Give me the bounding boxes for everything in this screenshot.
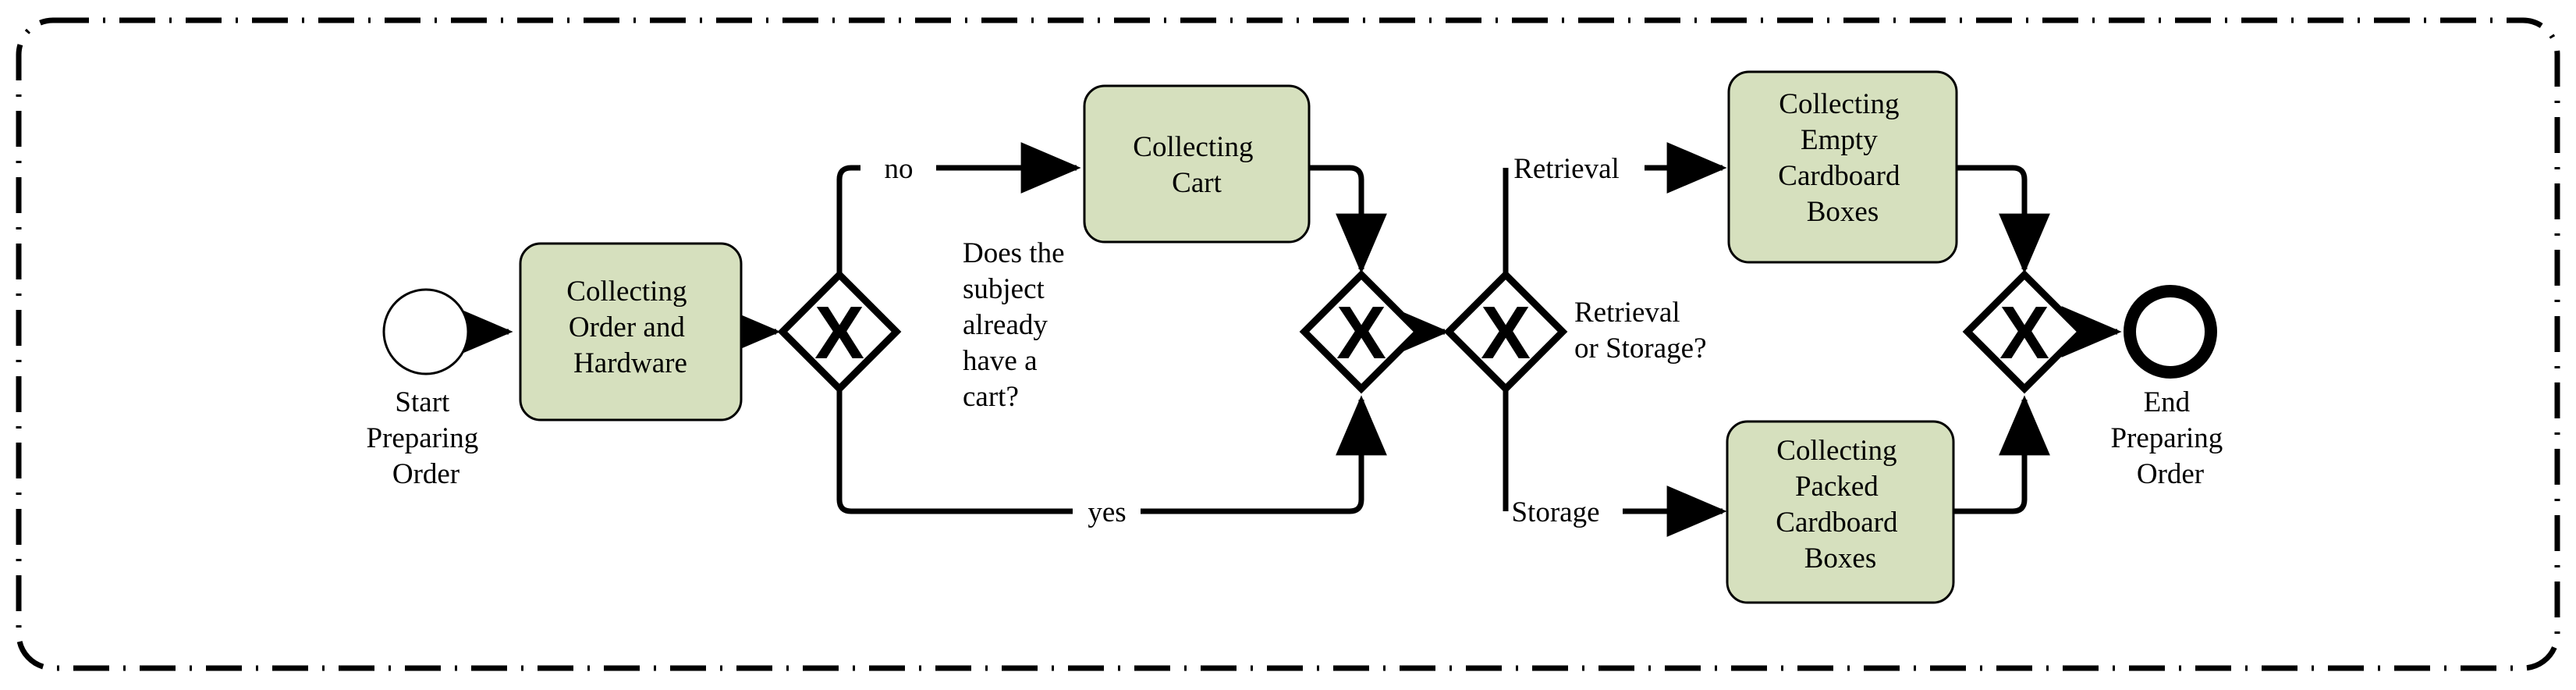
- start-event-label-line-1: Start: [395, 386, 450, 418]
- end-event-label: End Preparing Order: [2110, 386, 2230, 490]
- task-collecting-order-and-hardware[interactable]: [519, 242, 743, 421]
- task4-line-2: Packed: [1795, 471, 1879, 503]
- process-group-frame: [16, 17, 2560, 671]
- flow-empty-boxes-to-gateway4: [1957, 165, 2050, 274]
- gateway3-label-line-1: Retrieval: [1574, 297, 1680, 329]
- gateway-merge-boxes-paths[interactable]: [1962, 269, 2087, 394]
- task1-line-2: Order and: [569, 311, 685, 343]
- gateway1-label-line-1: Does the: [963, 237, 1065, 269]
- flow-label-storage: Storage: [1511, 496, 1599, 528]
- task-collecting-empty-cardboard-boxes[interactable]: [1727, 70, 1958, 264]
- gateway4-exclusive-symbol: X: [1999, 291, 2049, 375]
- end-event-label-line-3: Order: [2137, 458, 2204, 490]
- gateway1-label-line-4: have a: [963, 345, 1038, 377]
- start-event-circle[interactable]: [382, 288, 470, 375]
- gateway-merge-cart-paths[interactable]: [1299, 269, 1424, 394]
- task-collecting-cart-label: Collecting Cart: [1133, 131, 1260, 199]
- end-event-label-line-2: Preparing: [2110, 422, 2223, 454]
- flow-label-no: no: [885, 153, 914, 185]
- gateway2-exclusive-symbol: X: [1336, 291, 1386, 375]
- flow-yes-branch-left: [836, 389, 1073, 514]
- task-collecting-packed-cardboard-boxes[interactable]: [1726, 420, 1955, 604]
- flow-label-retrieval: Retrieval: [1513, 153, 1620, 185]
- task3-line-3: Cardboard: [1778, 160, 1900, 192]
- gateway-retrieval-or-storage[interactable]: [1443, 269, 1568, 394]
- flow-collecting-cart-to-gateway2: [1309, 165, 1387, 274]
- task2-line-2: Cart: [1172, 167, 1222, 199]
- task1-line-1: Collecting: [566, 276, 687, 308]
- end-event-label-line-1: End: [2144, 386, 2191, 418]
- gateway3-exclusive-symbol: X: [1481, 291, 1531, 375]
- gateway-retrieval-or-storage-label: Retrieval or Storage?: [1574, 297, 1707, 365]
- task1-line-3: Hardware: [573, 347, 687, 379]
- gateway1-label-line-3: already: [963, 309, 1048, 341]
- flow-packed-boxes-to-gateway4: [1953, 395, 2050, 514]
- task4-line-4: Boxes: [1804, 542, 1877, 574]
- task4-line-3: Cardboard: [1776, 507, 1898, 539]
- gateway3-label-line-2: or Storage?: [1574, 333, 1707, 365]
- task-collecting-cart[interactable]: [1083, 84, 1311, 244]
- end-event-circle[interactable]: [2124, 285, 2217, 379]
- task-collecting-order-and-hardware-label: Collecting Order and Hardware: [566, 276, 694, 379]
- gateway1-label-line-2: subject: [963, 273, 1045, 305]
- task2-line-1: Collecting: [1133, 131, 1253, 163]
- gateway1-label-line-5: cart?: [963, 381, 1019, 413]
- task3-line-2: Empty: [1801, 124, 1878, 156]
- task-collecting-packed-cardboard-boxes-label: Collecting Packed Cardboard Boxes: [1776, 435, 1904, 574]
- start-event-label: Start Preparing Order: [366, 386, 485, 490]
- task3-line-4: Boxes: [1807, 196, 1879, 228]
- task-collecting-empty-cardboard-boxes-label: Collecting Empty Cardboard Boxes: [1778, 88, 1907, 228]
- flow-no-branch-left: [836, 165, 860, 275]
- gateway-does-subject-have-cart[interactable]: [777, 269, 902, 394]
- task4-line-1: Collecting: [1776, 435, 1897, 467]
- gateway-does-subject-have-cart-label: Does the subject already have a cart?: [963, 237, 1072, 413]
- gateway1-exclusive-symbol: X: [814, 291, 864, 375]
- flow-label-yes: yes: [1088, 496, 1126, 528]
- start-event-label-line-3: Order: [392, 458, 459, 490]
- flow-yes-branch-right: [1141, 395, 1387, 514]
- task3-line-1: Collecting: [1779, 88, 1899, 120]
- start-event-label-line-2: Preparing: [366, 422, 478, 454]
